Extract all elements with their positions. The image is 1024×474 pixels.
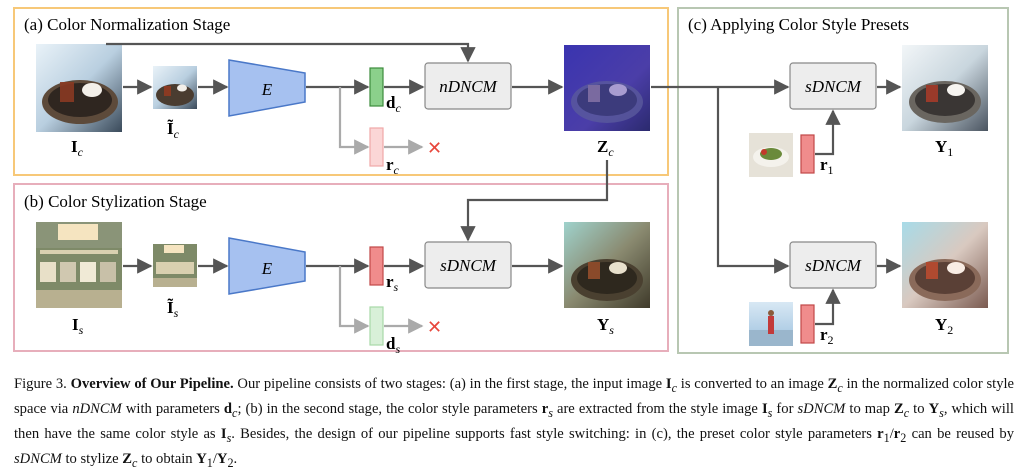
label-r2: r2 <box>820 325 834 347</box>
sdncm-module-c1 <box>789 62 877 110</box>
label-rc: rc <box>386 155 400 177</box>
label-ic: Ic <box>71 137 84 159</box>
output-image-y2 <box>902 222 988 308</box>
cross-icon-b: ✕ <box>427 317 442 337</box>
label-is: Is <box>72 315 84 337</box>
caption-ndncm: nDNCM <box>72 400 122 417</box>
sdncm-c2-label: sDNCM <box>805 256 862 275</box>
caption-sdncm: sDNCM <box>14 450 62 467</box>
caption-text: can be reused by <box>911 425 1015 442</box>
caption-fig-number: Figure 3. <box>14 376 67 392</box>
ndncm-module <box>424 62 512 110</box>
caption-text: . <box>233 450 238 467</box>
stage-c-box <box>677 7 1009 354</box>
caption-text: is converted to an image <box>680 376 824 392</box>
encoder-b <box>228 237 306 295</box>
arrow-zc-to-sdncm-c2 <box>716 87 790 274</box>
caption-text: in the normalized color style space via <box>14 376 1015 417</box>
caption-text: to stylize <box>65 450 119 467</box>
vector-rc <box>369 127 384 167</box>
caption-text: to <box>913 400 925 417</box>
arrow-ic-to-ndncm <box>106 42 476 63</box>
label-r1: r1 <box>820 155 834 177</box>
label-ds: ds <box>386 334 400 356</box>
caption-sdncm: sDNCM <box>797 400 846 417</box>
vector-ds <box>369 306 384 346</box>
preset-style-image-2 <box>749 302 793 346</box>
figure-caption: Figure 3. Overview of Our Pipeline. Our … <box>14 376 1015 470</box>
sdncm-module-c2 <box>789 241 877 289</box>
label-is-tilde: Ĩs <box>167 298 179 320</box>
arrow-r2-sdncm <box>815 288 841 326</box>
downsampled-image-ic <box>153 66 197 109</box>
arrow-enc-ds <box>338 266 370 334</box>
downsampled-image-is <box>153 244 197 287</box>
encoder-a <box>228 59 306 117</box>
sdncm-b-label: sDNCM <box>440 256 497 275</box>
caption-text: with parameters <box>125 400 220 417</box>
vector-dc <box>369 67 384 107</box>
caption-text: . Besides, the design of our pipeline su… <box>231 425 872 442</box>
label-rs: rs <box>386 272 399 294</box>
pipeline-figure: (a) Color Normalization Stage (b) Color … <box>13 7 1009 356</box>
sdncm-c1-label: sDNCM <box>805 77 862 96</box>
stage-b-box <box>13 183 669 352</box>
label-y2: Y2 <box>935 315 953 337</box>
label-zc: Zc <box>597 137 614 159</box>
stage-c-title: (c) Applying Color Style Presets <box>688 15 909 34</box>
label-dc: dc <box>386 93 401 115</box>
stage-a-title: (a) Color Normalization Stage <box>24 15 230 34</box>
cross-icon-a: ✕ <box>427 138 442 158</box>
label-y1: Y1 <box>935 137 953 159</box>
stage-b-title: (b) Color Stylization Stage <box>24 192 207 211</box>
vector-rs <box>369 246 384 286</box>
caption-text: Our pipeline consists of two stages: (a)… <box>237 376 663 392</box>
style-image-is <box>36 222 122 308</box>
caption-text: for <box>776 400 794 417</box>
caption-text: ; (b) in the second stage, the color sty… <box>237 400 538 417</box>
normalized-image-zc <box>564 45 650 131</box>
vector-r1 <box>800 134 815 174</box>
caption-text: , which will then have the same color st… <box>14 400 1014 442</box>
caption-text: to obtain <box>141 450 193 467</box>
preset-style-image-1 <box>749 133 793 177</box>
arrow-enc-rc <box>338 87 370 155</box>
caption-text: are extracted from the style image <box>556 400 758 417</box>
arrow-r1-sdncm <box>815 109 841 156</box>
caption-title: Overview of Our Pipeline. <box>70 376 234 392</box>
output-image-ys <box>564 222 650 308</box>
arrow-zc-to-sdncm-b <box>460 160 609 242</box>
label-ic-tilde: Ĩc <box>167 119 180 141</box>
stage-a-box <box>13 7 669 176</box>
encoder-a-label: E <box>261 80 273 99</box>
caption-text: to map <box>849 400 890 417</box>
output-image-y1 <box>902 45 988 131</box>
input-image-ic <box>36 44 122 132</box>
sdncm-module-b <box>424 241 512 289</box>
vector-r2 <box>800 304 815 344</box>
encoder-b-label: E <box>261 259 273 278</box>
label-ys: Ys <box>597 315 614 337</box>
ndncm-label: nDNCM <box>439 77 497 96</box>
